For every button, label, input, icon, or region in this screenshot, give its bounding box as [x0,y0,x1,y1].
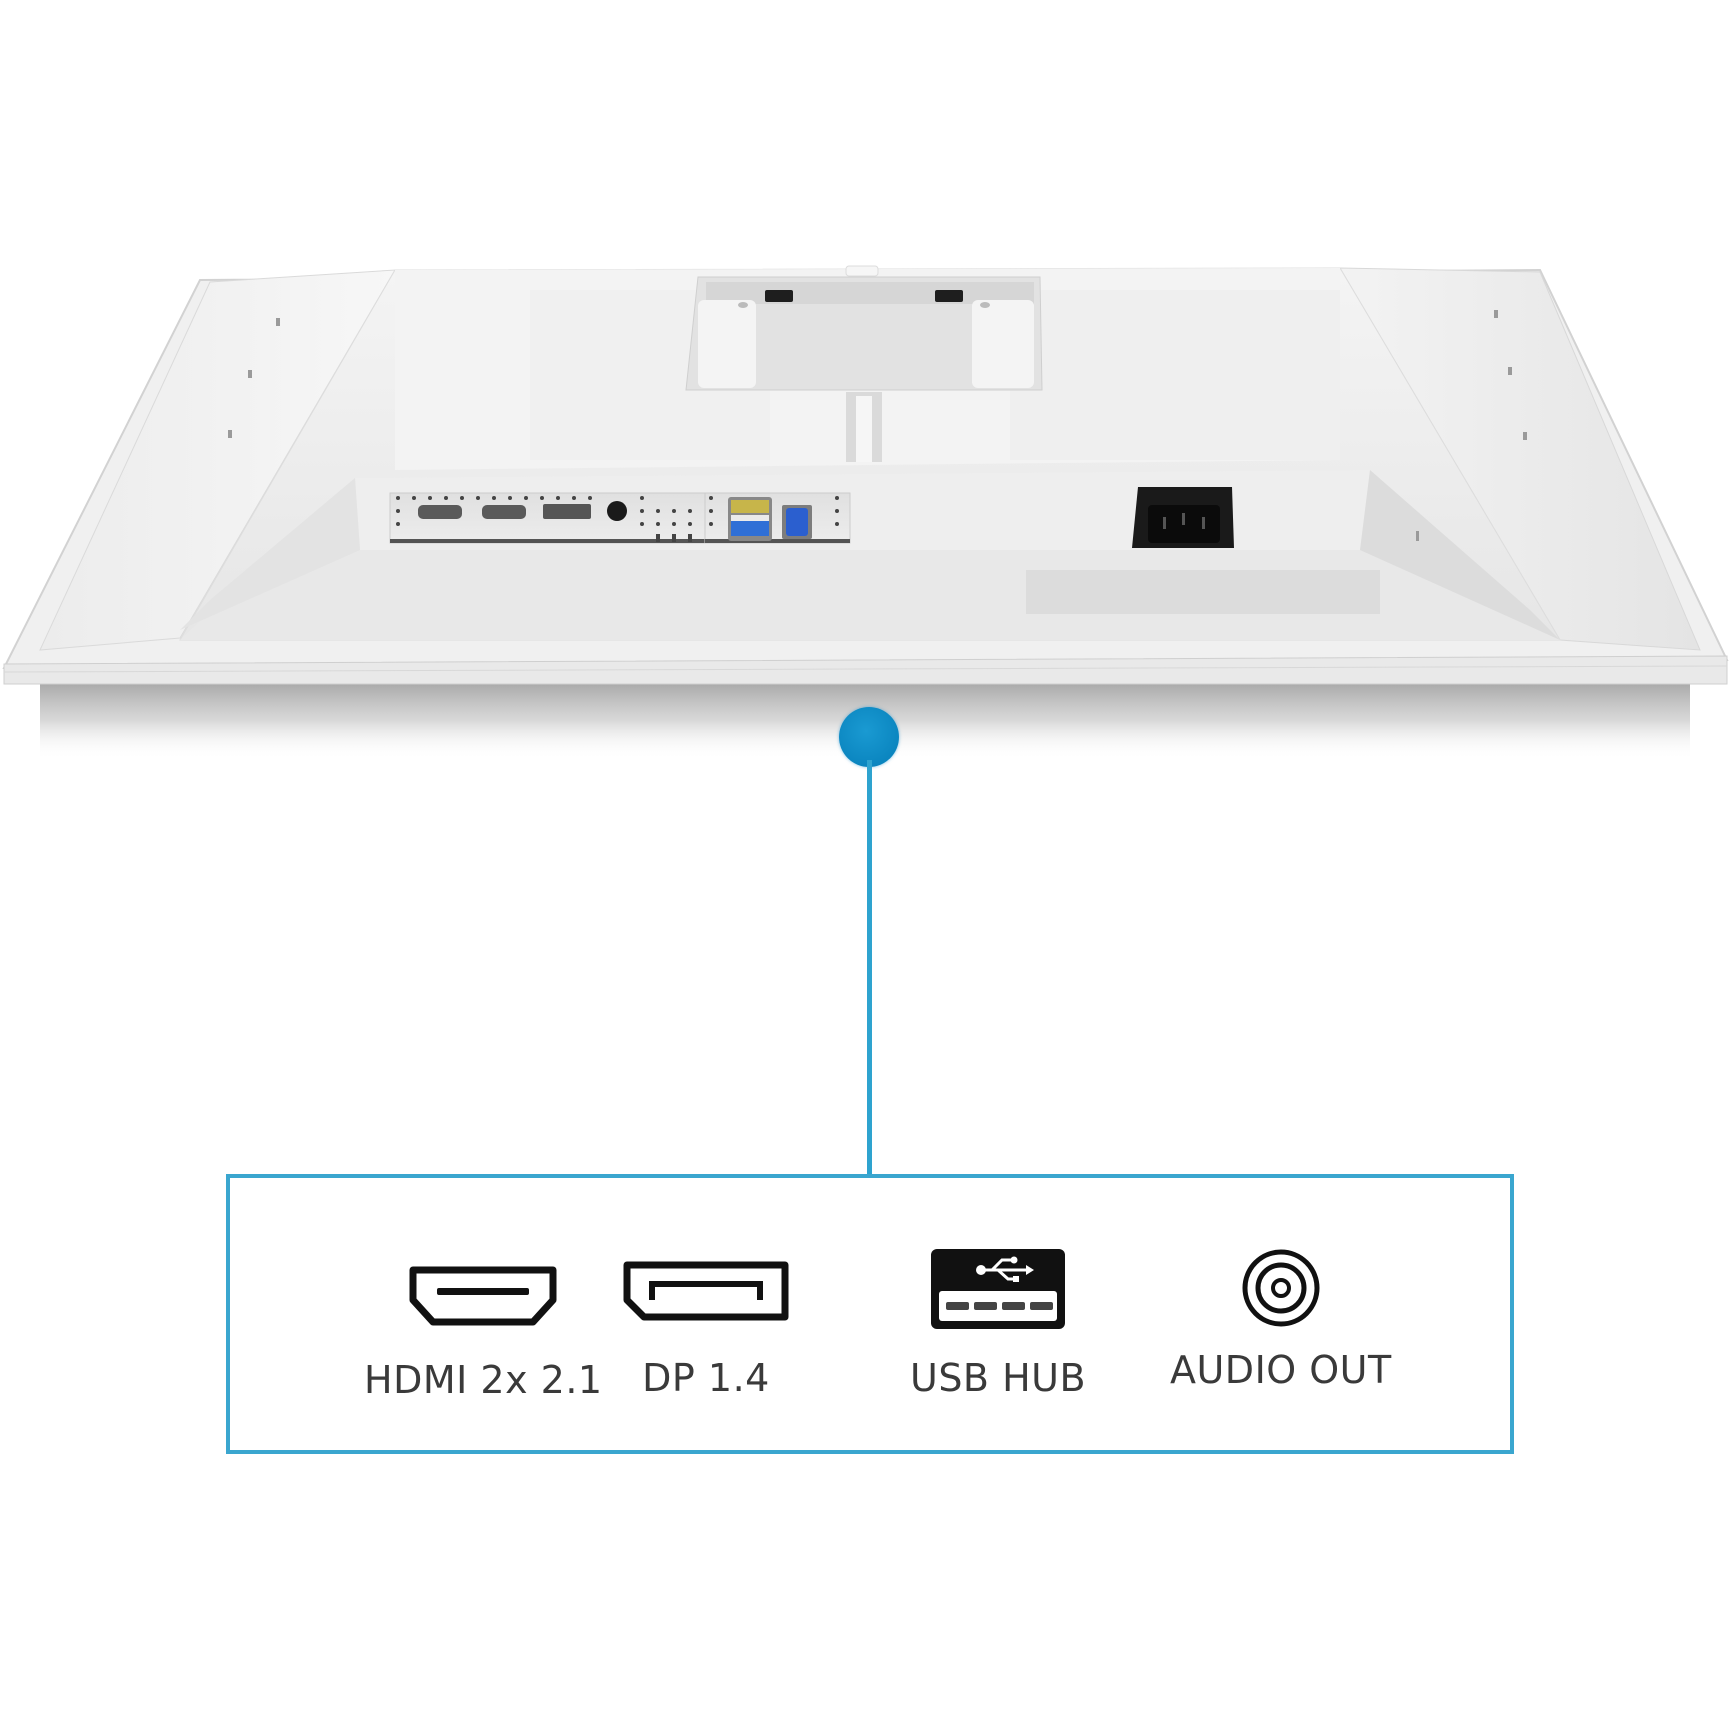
port-item-usb-hub: USB HUB [910,1246,1086,1400]
displayport-icon [623,1261,789,1321]
port-label-audio-out: AUDIO OUT [1170,1348,1392,1392]
port-item-displayport: DP 1.4 [622,1260,790,1400]
rear-hdmi-port-1 [418,505,462,519]
rear-usb-a-port-yellow [731,500,769,513]
mount-clip-right [935,290,963,302]
rear-audio-jack [607,501,627,521]
rear-dp-port [543,504,591,519]
rear-power-inlet [1132,487,1234,548]
connectivity-callout-box: HDMI 2x 2.1 DP 1.4 [226,1174,1514,1454]
hdmi-port-icon [409,1266,557,1326]
port-label-dp: DP 1.4 [642,1356,770,1400]
audio-out-icon [1242,1249,1320,1327]
rear-usb-b-port [786,508,808,536]
rear-hdmi-port-2 [482,505,526,519]
port-label-hdmi: HDMI 2x 2.1 [364,1358,603,1402]
rear-usb-a-port-blue [731,521,769,536]
monitor-rear-illustration [2,265,1729,760]
callout-connector-line [867,760,872,1176]
port-label-usb-hub: USB HUB [910,1356,1087,1400]
port-item-audio-out: AUDIO OUT [1170,1248,1392,1392]
usb-hub-icon [931,1249,1066,1329]
callout-marker-dot [839,707,899,767]
mount-clip-left [765,290,793,302]
port-item-hdmi: HDMI 2x 2.1 [364,1264,603,1402]
rear-io-panel-usb [704,492,851,544]
